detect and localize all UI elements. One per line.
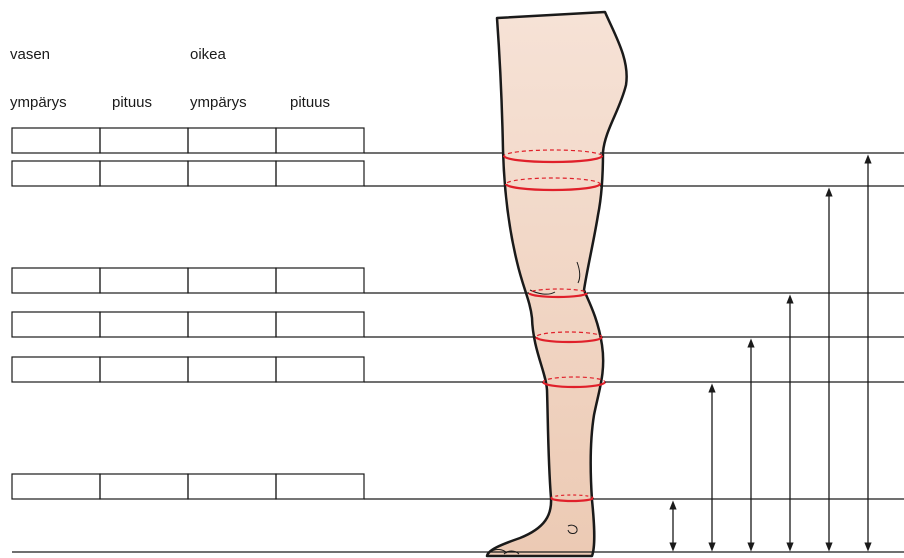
input-cell-ymparys-vasen[interactable] [12, 474, 100, 499]
input-cell-ymparys-vasen[interactable] [12, 268, 100, 293]
input-cell-ymparys-vasen[interactable] [12, 357, 100, 382]
input-cell-ymparys-vasen[interactable] [12, 161, 100, 186]
length-arrows [673, 159, 868, 547]
input-cell-pituus-oikea[interactable] [276, 161, 364, 186]
input-cell-ymparys-oikea[interactable] [188, 128, 276, 153]
table-row [12, 357, 364, 382]
input-cell-pituus-vasen[interactable] [100, 357, 188, 382]
leg-illustration [487, 12, 627, 556]
input-cell-pituus-vasen[interactable] [100, 312, 188, 337]
table-row [12, 161, 364, 186]
input-cell-pituus-vasen[interactable] [100, 474, 188, 499]
input-cell-pituus-oikea[interactable] [276, 128, 364, 153]
input-cell-pituus-oikea[interactable] [276, 474, 364, 499]
input-cell-pituus-oikea[interactable] [276, 357, 364, 382]
table-row [12, 312, 364, 337]
input-cell-ymparys-oikea[interactable] [188, 312, 276, 337]
input-cell-pituus-vasen[interactable] [100, 128, 188, 153]
input-cell-ymparys-oikea[interactable] [188, 357, 276, 382]
measurement-table [12, 128, 364, 499]
table-row [12, 474, 364, 499]
table-row [12, 128, 364, 153]
input-cell-ymparys-oikea[interactable] [188, 161, 276, 186]
input-cell-pituus-vasen[interactable] [100, 268, 188, 293]
table-row [12, 268, 364, 293]
input-cell-pituus-oikea[interactable] [276, 268, 364, 293]
input-cell-ymparys-oikea[interactable] [188, 474, 276, 499]
input-cell-ymparys-vasen[interactable] [12, 128, 100, 153]
input-cell-ymparys-oikea[interactable] [188, 268, 276, 293]
guide-lines [12, 153, 904, 552]
input-cell-pituus-oikea[interactable] [276, 312, 364, 337]
input-cell-ymparys-vasen[interactable] [12, 312, 100, 337]
input-cell-pituus-vasen[interactable] [100, 161, 188, 186]
leg-shape [487, 12, 627, 556]
